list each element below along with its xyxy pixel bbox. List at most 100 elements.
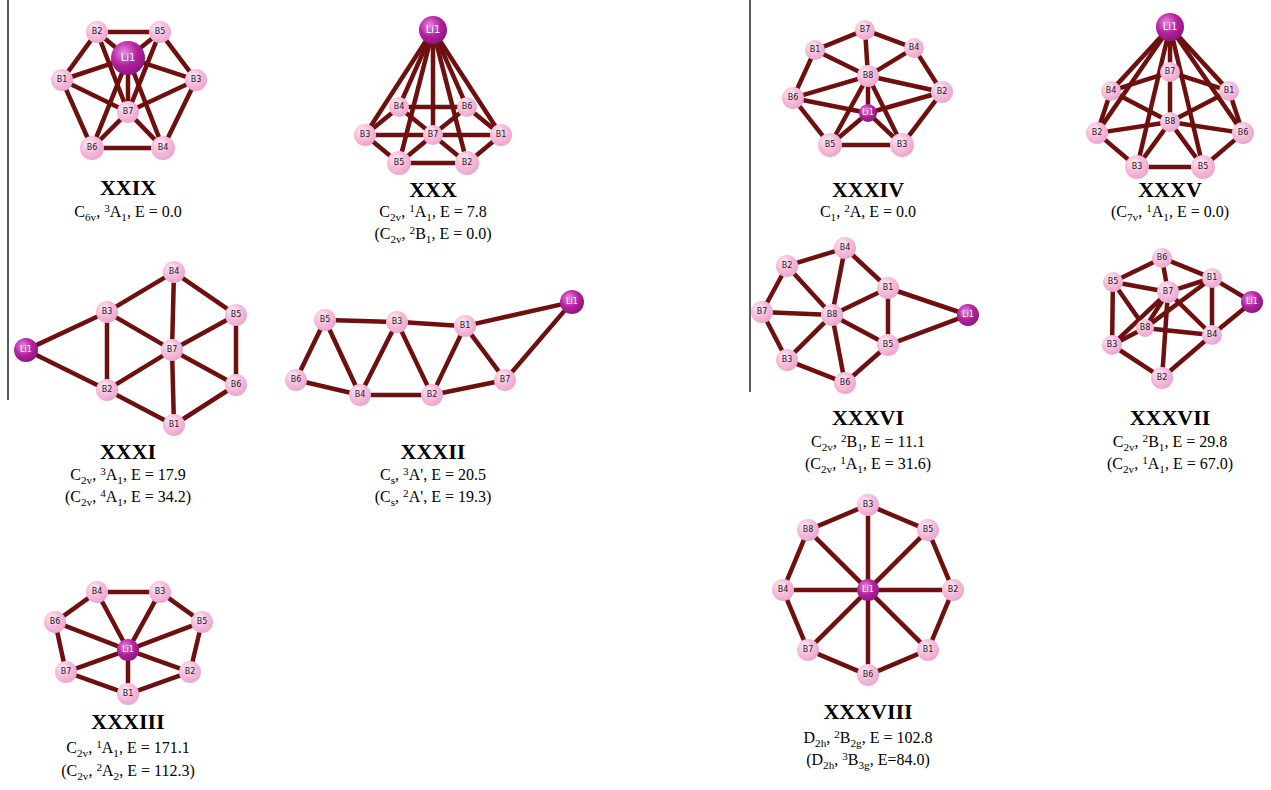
bond (476, 305, 561, 324)
bond (182, 355, 227, 379)
structure-caption: C1, 2A, E = 0.0 (820, 203, 916, 221)
boron-atom: B7 (117, 101, 139, 123)
bond (76, 654, 117, 669)
atom-label: B5 (923, 526, 934, 534)
bond (172, 361, 173, 414)
atom-label: B6 (788, 94, 799, 102)
subscript: 2v (1123, 441, 1134, 453)
boron-atom: B1 (454, 315, 476, 337)
subscript: 2v (77, 770, 88, 782)
atom-label: B7 (1165, 68, 1176, 76)
structure-caption: (C7v, 1A1, E = 0.0) (1111, 203, 1229, 221)
structure-number: XXXVIII (823, 700, 912, 724)
boron-atom: B7 (751, 301, 773, 323)
bond (767, 322, 782, 350)
bond (126, 661, 131, 683)
atom-label: B5 (825, 141, 836, 149)
bond (866, 601, 871, 664)
atom-label: B7 (860, 26, 871, 34)
atom-label: Li1 (426, 25, 441, 35)
superscript: 2 (410, 224, 416, 236)
bond (1180, 37, 1223, 83)
boron-atom: B2 (776, 255, 798, 277)
bond (834, 326, 843, 372)
subscript: 1 (857, 463, 863, 475)
boron-atom: B4 (163, 261, 185, 283)
bond (1154, 329, 1202, 334)
superscript: 3 (842, 750, 848, 762)
lithium-atom: Li1 (14, 338, 38, 362)
atom-label: B2 (782, 262, 793, 270)
bond (877, 95, 932, 111)
lithium-atom: Li1 (419, 16, 447, 44)
bond (866, 87, 871, 104)
superscript: 2 (1143, 432, 1149, 444)
subscript: 2v (81, 496, 92, 508)
boron-atom: B4 (389, 97, 409, 117)
subscript: 2g (851, 737, 862, 749)
bond (816, 598, 860, 642)
atom-label: B4 (909, 44, 920, 52)
atom-label: B5 (320, 316, 331, 324)
atom-label: B2 (185, 668, 196, 676)
structure-caption: C2v, 2B1, E = 11.1 (811, 433, 925, 451)
bond (37, 317, 97, 345)
bond (172, 283, 173, 339)
bond (234, 326, 239, 374)
subscript: 1 (1159, 463, 1165, 475)
bond (1119, 290, 1140, 320)
structure-number: XXXII (401, 440, 466, 464)
bond (818, 654, 858, 671)
bond (102, 602, 123, 641)
bond (932, 600, 949, 640)
atom-label: B5 (155, 28, 166, 36)
bond (932, 540, 949, 580)
bond (76, 676, 117, 691)
boron-atom: B2 (455, 151, 479, 175)
boron-atom: B5 (1103, 272, 1123, 292)
boron-atom: B6 (1232, 122, 1254, 144)
atom-label: B7 (61, 668, 72, 676)
atom-label: B7 (803, 646, 814, 654)
atom-label: B6 (863, 671, 874, 679)
subscript: 1 (121, 211, 127, 223)
boron-atom: B2 (86, 21, 108, 43)
bond (818, 509, 858, 526)
lithium-atom: Li1 (111, 41, 145, 75)
structure-caption: (D2h, 3B3g, E=84.0) (806, 751, 930, 769)
bond (141, 39, 151, 47)
boron-atom: B1 (805, 40, 825, 60)
subscript: 1 (113, 747, 119, 759)
atom-label: B7 (428, 131, 439, 139)
atom-label: B5 (1108, 278, 1119, 286)
structure-caption: C2v, 3A1, E = 17.9 (70, 466, 185, 484)
subscript: 2v (77, 747, 88, 759)
atom-label: B1 (460, 322, 471, 330)
atom-label: B1 (123, 690, 134, 698)
atom-label: B8 (863, 72, 874, 80)
atom-label: B3 (102, 308, 113, 316)
bond (879, 588, 942, 593)
lithium-atom: Li1 (859, 104, 877, 122)
bond (1170, 342, 1204, 371)
atom-label: B7 (757, 308, 768, 316)
boron-atom: B3 (776, 349, 798, 371)
bond (376, 133, 423, 138)
bond (138, 626, 191, 646)
bond (330, 330, 356, 385)
bond (839, 119, 861, 138)
atom-label: B7 (1163, 288, 1174, 296)
atom-label: B1 (810, 46, 821, 54)
bond (824, 54, 858, 71)
atom-label: B7 (123, 108, 134, 116)
structure-caption: D2h, 2B2g, E = 102.8 (804, 729, 933, 747)
superscript: 2 (841, 432, 847, 444)
atom-label: B1 (923, 646, 934, 654)
atom-label: B2 (1092, 129, 1103, 137)
lithium-atom: Li1 (857, 579, 879, 601)
bond (866, 40, 868, 65)
atom-label: Li1 (862, 586, 874, 594)
boron-atom: B6 (285, 369, 307, 391)
atom-label: Li1 (566, 298, 578, 306)
boron-atom: B6 (44, 611, 66, 633)
